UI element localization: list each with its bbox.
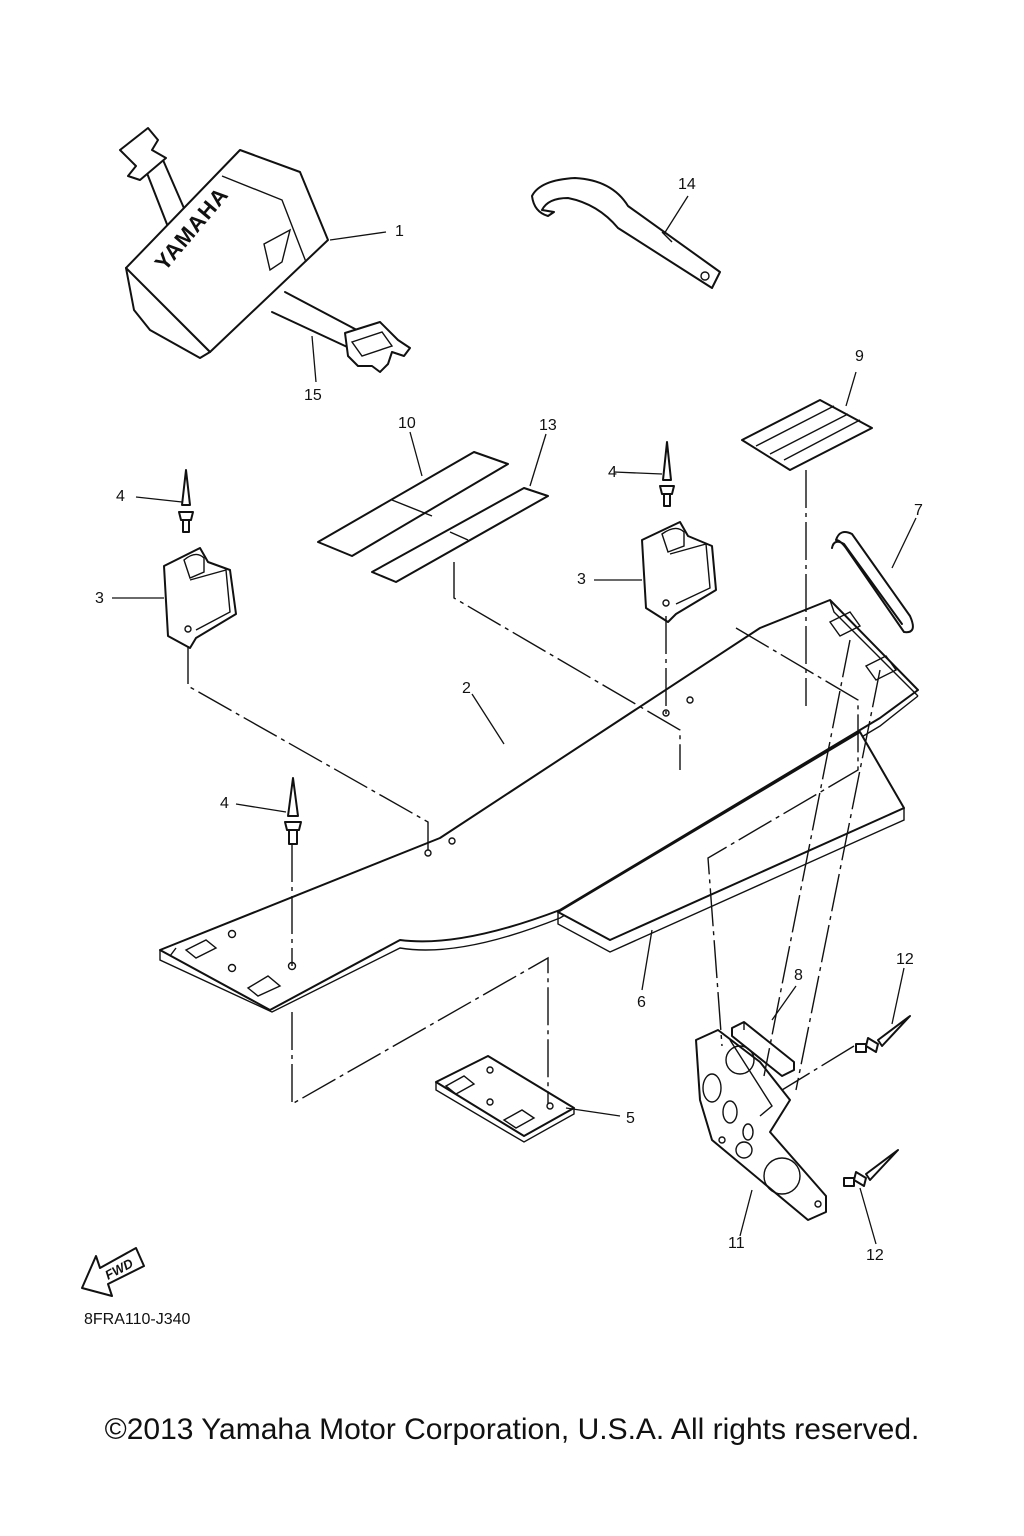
callout-4-right: 4: [608, 464, 617, 481]
spanner-wrench: [531, 177, 721, 289]
main-plate: [159, 599, 919, 1013]
callout-9: 9: [855, 348, 864, 365]
callout-3-right: 3: [577, 571, 586, 588]
callout-3-left: 3: [95, 590, 104, 607]
callout-7: 7: [914, 502, 923, 519]
assembly-lines: [187, 470, 881, 1106]
callout-13: 13: [539, 417, 557, 434]
rivet-12-upper: [855, 1015, 911, 1053]
clip-left: [163, 547, 237, 649]
rivet-12-lower: [843, 1149, 899, 1187]
block-8: [731, 1021, 795, 1077]
callout-1: 1: [395, 223, 404, 240]
wire-bracket: [831, 531, 914, 634]
callout-6: 6: [637, 994, 646, 1011]
callout-12-upper: 12: [896, 951, 914, 968]
callout-4-bottom: 4: [220, 795, 229, 812]
leader-lines: [112, 195, 917, 1245]
callout-numbers: 1 2 3 3 4 4 4 5 6 7 8 9 10 11 12 12 13 1…: [95, 176, 923, 1264]
pad-9: [741, 399, 873, 471]
plate-5: [435, 1055, 575, 1143]
foam-strip-6: [557, 731, 905, 953]
callout-14: 14: [678, 176, 696, 193]
rivet-4-bottom: [284, 777, 302, 845]
clip-right: [641, 521, 717, 623]
rivet-4-right: [659, 441, 675, 507]
callout-11: 11: [728, 1235, 745, 1252]
callout-4-left: 4: [116, 488, 125, 505]
label-10: [317, 451, 509, 557]
copyright-notice: ©2013 Yamaha Motor Corporation, U.S.A. A…: [104, 1413, 920, 1446]
fwd-arrow-icon: FWD: [81, 1247, 145, 1297]
bracket-11: [695, 1029, 827, 1221]
drawing-number: 8FRA110-J340: [84, 1311, 191, 1328]
tool-bag: YAMAHA: [119, 127, 411, 373]
callout-5: 5: [626, 1110, 635, 1127]
callout-15: 15: [304, 387, 322, 404]
callout-2: 2: [462, 680, 471, 697]
callout-12-lower: 12: [866, 1247, 884, 1264]
rivet-4-left: [178, 469, 194, 533]
callout-8: 8: [794, 967, 803, 984]
callout-10: 10: [398, 415, 416, 432]
label-13: [371, 487, 549, 583]
